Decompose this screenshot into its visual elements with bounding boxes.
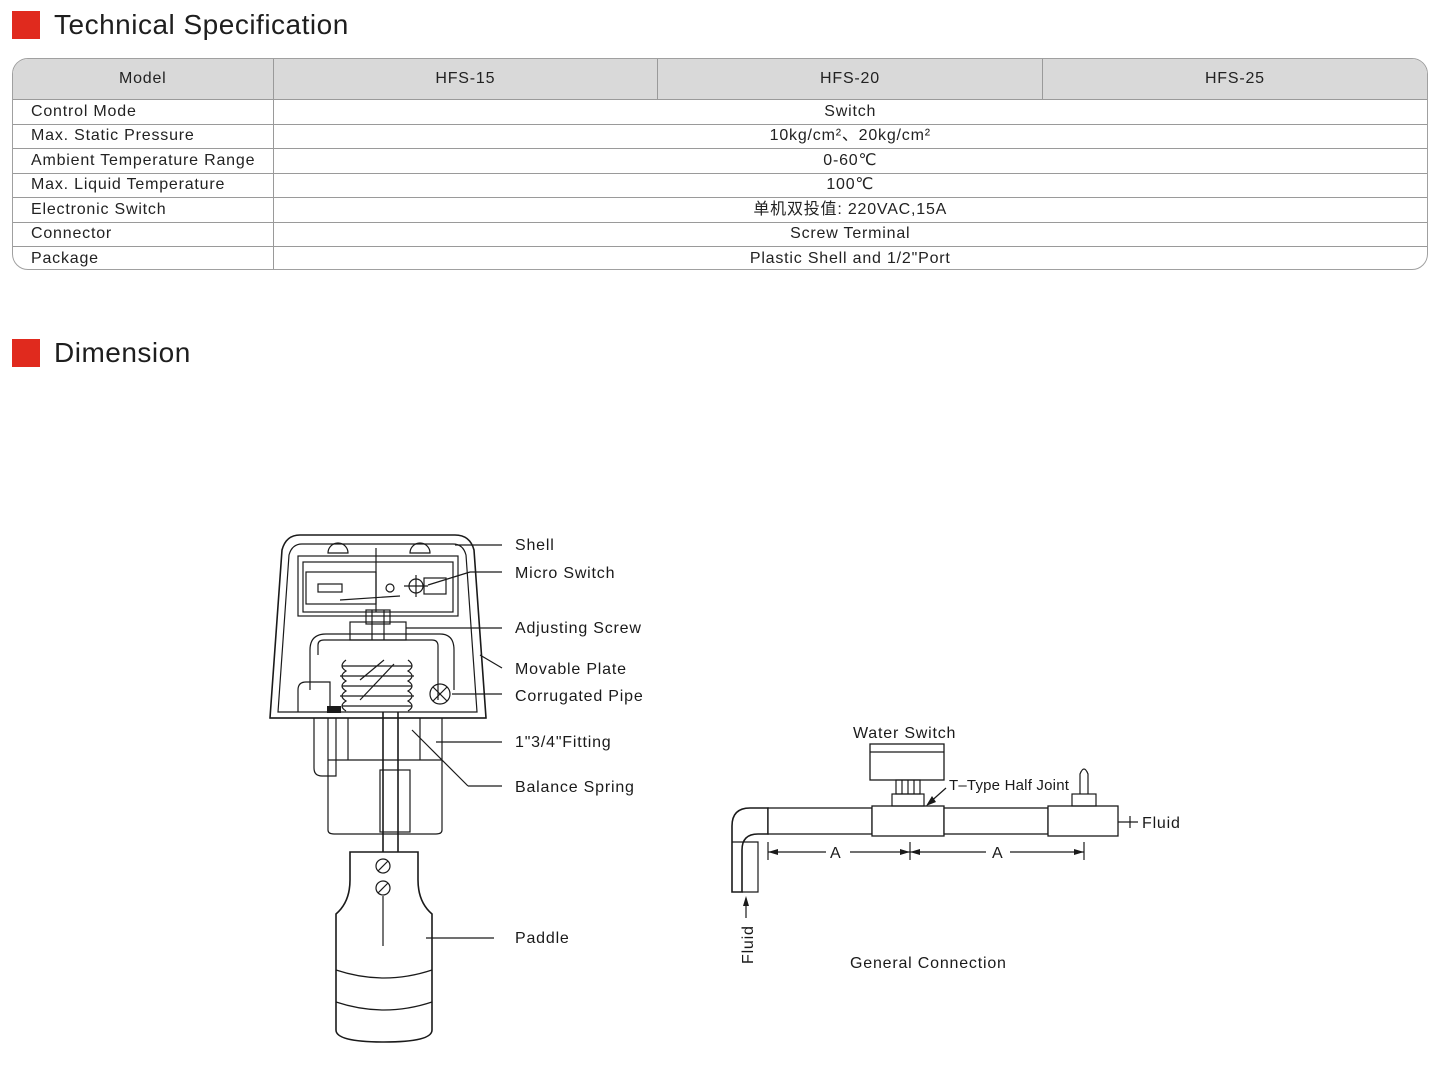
label-balance-spring: Balance Spring [515, 779, 635, 796]
label-water-switch: Water Switch [853, 725, 956, 742]
dimension-diagram: Shell Micro Switch Adjusting Screw Movab… [269, 534, 1181, 1043]
red-square-icon [12, 11, 40, 39]
label-fitting: 1"3/4"Fitting [515, 734, 611, 751]
section-title: Technical Specification [54, 9, 349, 40]
leader-lines [406, 544, 503, 939]
param-label: Max. Static Pressure [13, 124, 273, 149]
param-value: Plastic Shell and 1/2"Port [272, 246, 1427, 269]
label-shell: Shell [515, 537, 555, 554]
general-connection-drawing [731, 743, 1138, 918]
param-label: Control Mode [13, 99, 273, 125]
label-adjusting-screw: Adjusting Screw [515, 620, 642, 637]
param-label: Package [31, 249, 99, 267]
table-row: Ambient Temperature Range 0-60℃ [13, 148, 1427, 174]
header-model: Model [13, 59, 273, 100]
param-value: Switch [272, 99, 1427, 125]
spec-table-container: Model HFS-15 HFS-20 HFS-25 Control Mode … [12, 58, 1428, 270]
label-t-type-half-joint: T–Type Half Joint [949, 777, 1070, 794]
label-general-connection: General Connection [850, 955, 1007, 972]
section-title: Dimension [54, 337, 191, 368]
param-label: Max. Liquid Temperature [13, 173, 273, 198]
param-label: Connector [13, 222, 273, 247]
param-value: 单机双投值: 220VAC,15A [272, 197, 1427, 223]
param-value: 100℃ [272, 173, 1427, 198]
label-dimension-a-1: A [830, 845, 841, 862]
label-dimension-a-2: A [992, 845, 1003, 862]
section-header-technical-specification: Technical Specification [12, 9, 349, 40]
table-row: Package Plastic Shell and 1/2"Port [13, 246, 1427, 269]
label-movable-plate: Movable Plate [515, 661, 627, 678]
header-hfs-20: HFS-20 [657, 59, 1043, 100]
flow-switch-drawing [269, 534, 487, 1043]
header-hfs-15: HFS-15 [272, 59, 658, 100]
table-row: Electronic Switch 单机双投值: 220VAC,15A [13, 197, 1427, 223]
spec-table: Model HFS-15 HFS-20 HFS-25 Control Mode … [13, 59, 1427, 269]
param-label: Ambient Temperature Range [13, 148, 273, 174]
param-value: 10kg/cm²、20kg/cm² [272, 124, 1427, 149]
table-row: Connector Screw Terminal [13, 222, 1427, 247]
label-paddle: Paddle [515, 930, 570, 947]
label-fluid-out: Fluid [1142, 815, 1181, 832]
label-micro-switch: Micro Switch [515, 565, 615, 582]
header-hfs-25: HFS-25 [1041, 59, 1427, 100]
section-header-dimension: Dimension [12, 337, 191, 368]
table-row: Control Mode Switch [13, 99, 1427, 125]
param-value: Screw Terminal [272, 222, 1427, 247]
param-value: 0-60℃ [272, 148, 1427, 174]
param-label: Electronic Switch [13, 197, 273, 223]
label-corrugated-pipe: Corrugated Pipe [515, 688, 644, 705]
label-fluid-in: Fluid [740, 925, 757, 964]
table-row: Max. Static Pressure 10kg/cm²、20kg/cm² [13, 124, 1427, 149]
red-square-icon [12, 339, 40, 367]
spec-table-header-row: Model HFS-15 HFS-20 HFS-25 [13, 59, 1427, 100]
table-row: Max. Liquid Temperature 100℃ [13, 173, 1427, 198]
